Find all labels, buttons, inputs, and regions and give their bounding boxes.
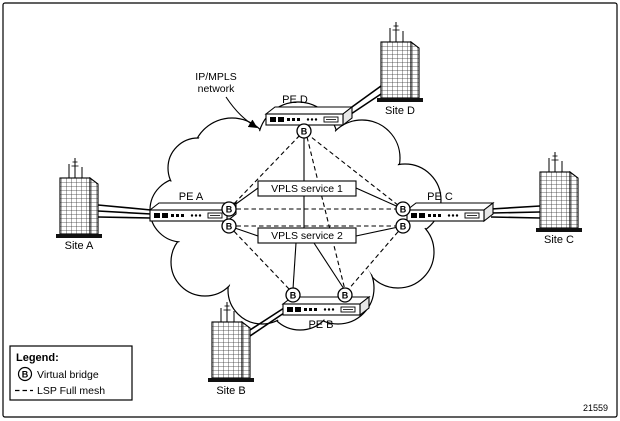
note-line-1: IP/MPLS: [195, 71, 236, 83]
legend: Legend: B Virtual bridge LSP Full mesh: [9, 345, 133, 401]
bridge-letter: B: [301, 127, 308, 137]
bridge-letter: B: [226, 205, 233, 215]
virtual-bridge-pe-a-bottom: B: [221, 218, 237, 234]
bridge-letter: B: [226, 222, 233, 232]
legend-bridge-icon: [17, 366, 33, 382]
figure-number: 21559: [583, 403, 608, 413]
label-pe-b: PE B: [308, 319, 333, 331]
mpls-cloud: [149, 101, 442, 331]
building-site-d: [376, 21, 424, 103]
vpls-service-1-box: VPLS service 1: [257, 180, 357, 197]
router-pe-c: [406, 202, 494, 222]
label-pe-a: PE A: [179, 191, 204, 203]
virtual-bridge-pe-d: B: [296, 123, 312, 139]
router-pe-d: [265, 106, 353, 126]
service-attachment-lines: [228, 137, 404, 290]
note-line-2: network: [198, 83, 236, 95]
bridge-letter: B: [400, 222, 407, 232]
ipmpls-network-note: IP/MPLS network: [195, 71, 258, 128]
label-pe-d: PE D: [282, 94, 308, 106]
label-site-b: Site B: [216, 385, 245, 397]
virtual-bridge-pe-a-top: B: [221, 201, 237, 217]
label-site-a: Site A: [65, 240, 94, 252]
building-site-c: [535, 151, 583, 233]
legend-title: Legend:: [16, 352, 59, 364]
building-site-a: [55, 157, 103, 239]
vpls-service-2-box: VPLS service 2: [257, 227, 357, 244]
vpls-service-1-label: VPLS service 1: [271, 183, 343, 195]
legend-lsp-label: LSP Full mesh: [37, 385, 105, 397]
note-arrow: [225, 96, 258, 128]
site-access-links: [97, 85, 541, 337]
virtual-bridge-pe-c-bottom: B: [395, 218, 411, 234]
virtual-bridge-pe-b-right: B: [337, 287, 353, 303]
label-site-d: Site D: [385, 105, 415, 117]
virtual-bridge-pe-b-left: B: [285, 287, 301, 303]
bridge-letter: B: [400, 205, 407, 215]
bridge-letter: B: [22, 370, 29, 380]
bridge-letter: B: [342, 291, 349, 301]
label-site-c: Site C: [544, 234, 574, 246]
bridge-letter: B: [290, 291, 297, 301]
legend-virtual-bridge-label: Virtual bridge: [37, 369, 99, 381]
vpls-service-2-label: VPLS service 2: [271, 230, 343, 242]
label-pe-c: PE C: [427, 191, 453, 203]
lsp-mesh-lines: [228, 132, 404, 292]
virtual-bridge-pe-c-top: B: [395, 201, 411, 217]
